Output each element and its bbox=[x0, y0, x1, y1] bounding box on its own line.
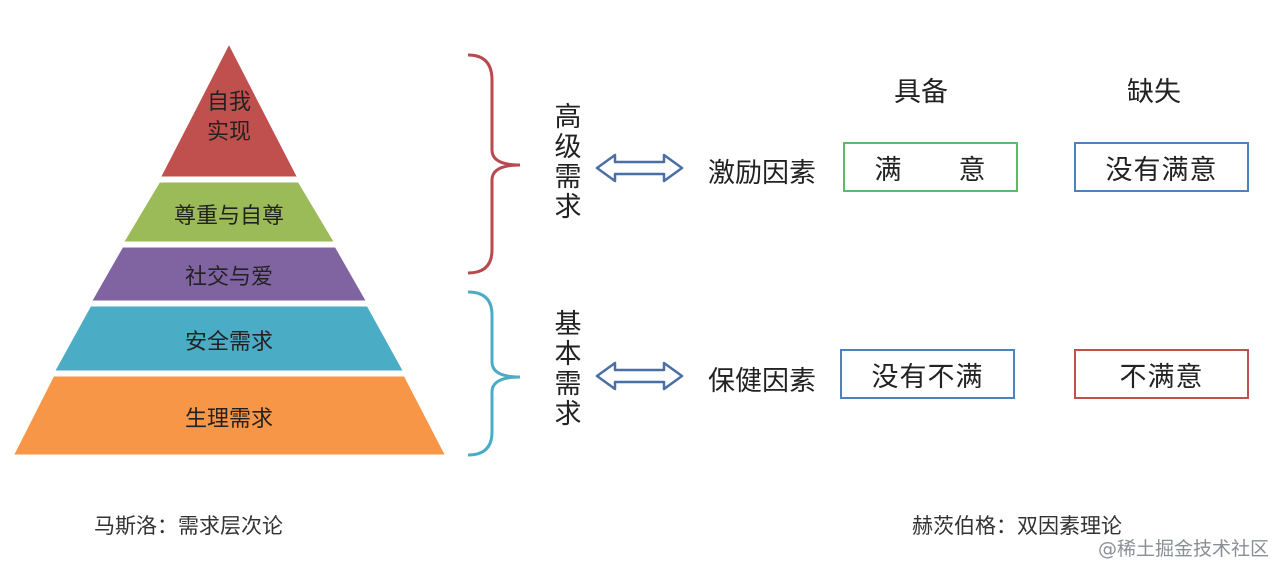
layer-label-line: 自我 bbox=[206, 90, 251, 115]
basic-needs-label: 基本需求 bbox=[554, 309, 582, 430]
motivators-absent-box: 没有满意 bbox=[1074, 142, 1249, 192]
motivators-label: 激励因素 bbox=[708, 158, 816, 189]
basic-needs-bracket bbox=[467, 290, 521, 457]
hygiene-present-box: 没有不满 bbox=[840, 349, 1015, 399]
basic-needs-double-arrow bbox=[595, 361, 684, 391]
layer-label-esteem: 尊重与自尊 bbox=[173, 204, 284, 229]
high-needs-bracket bbox=[467, 53, 521, 275]
layer-label-self-actualization: 自我 实现 bbox=[129, 88, 329, 148]
layer-label-social: 社交与爱 bbox=[184, 265, 273, 290]
pyramid-layer-esteem bbox=[119, 179, 339, 245]
layer-label-line: 实现 bbox=[206, 120, 251, 145]
high-needs-double-arrow bbox=[595, 153, 684, 183]
column-header-absent: 缺失 bbox=[1127, 77, 1181, 108]
hygiene-label: 保健因素 bbox=[708, 366, 816, 397]
hygiene-absent-box: 不满意 bbox=[1074, 349, 1249, 399]
herzberg-caption: 赫茨伯格：双因素理论 bbox=[912, 514, 1122, 538]
pyramid-layer-safety bbox=[50, 303, 408, 374]
motivators-present-box: 满 意 bbox=[843, 142, 1018, 192]
maslow-caption: 马斯洛：需求层次论 bbox=[94, 514, 283, 538]
pyramid-layer-self-actualization bbox=[156, 38, 302, 180]
pyramid-layer-physiological bbox=[9, 373, 450, 458]
pyramid-layer-social bbox=[87, 244, 371, 304]
layer-label-safety: 安全需求 bbox=[184, 330, 273, 355]
watermark: @稀土掘金技术社区 bbox=[1098, 538, 1270, 560]
layer-label-physiological: 生理需求 bbox=[184, 407, 273, 432]
high-needs-label: 高级需求 bbox=[554, 102, 582, 223]
column-header-present: 具备 bbox=[894, 77, 948, 108]
